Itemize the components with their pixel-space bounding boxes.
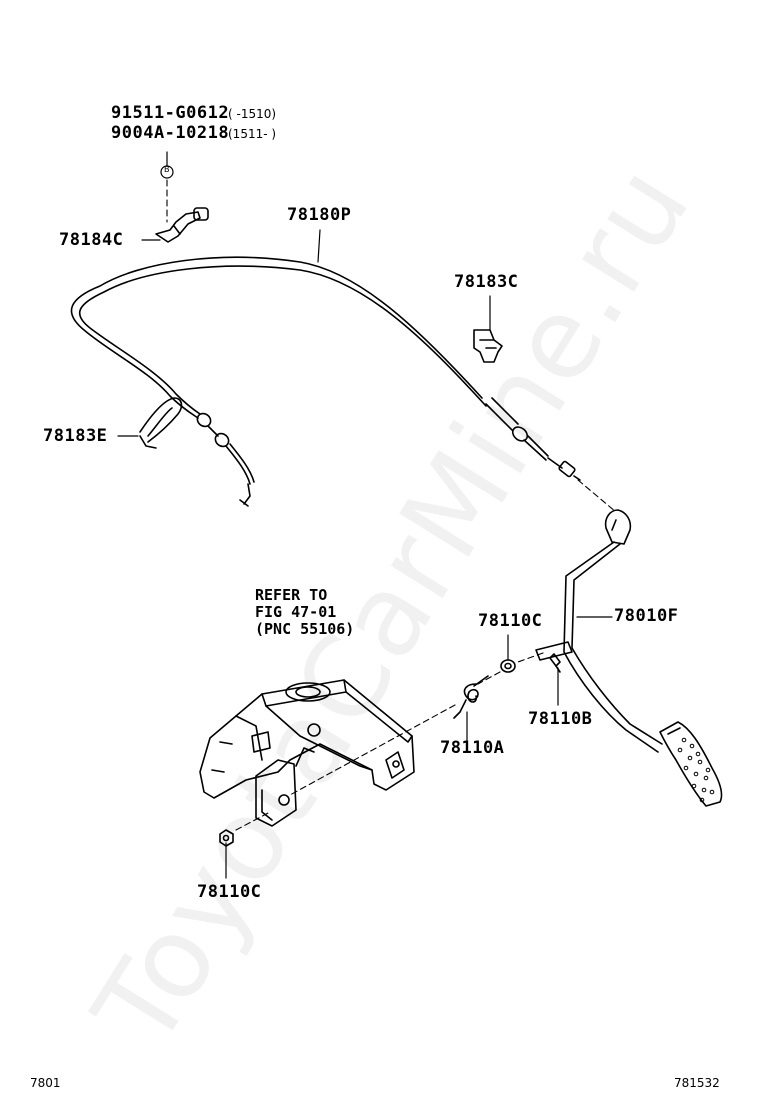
label-78183e: 78183E — [43, 426, 108, 446]
bushing-78110c-upper — [500, 659, 516, 673]
accelerator-cable — [70, 256, 581, 507]
clip-78183e — [139, 397, 183, 449]
header-part-range: (1511- ) — [228, 127, 277, 141]
refer-line-1: REFER TO — [255, 586, 328, 604]
spring-78110a — [453, 675, 489, 719]
fastener-symbol-letter: B — [164, 165, 170, 174]
header-part-number: 91511-G0612 — [111, 103, 230, 123]
pedal-bracket — [199, 679, 415, 827]
leader-lines — [117, 151, 613, 879]
pin-78110b — [549, 653, 561, 673]
refer-note: REFER TO FIG 47-01 (PNC 55106) — [255, 587, 354, 637]
footer-illustration-code: 781532 — [674, 1076, 720, 1090]
dashed-lines — [166, 179, 617, 831]
label-78110c-upper: 78110C — [478, 611, 543, 631]
fastener-symbol — [160, 165, 174, 179]
pedal-pad-dots — [677, 737, 715, 803]
footer-figure-code: 7801 — [30, 1076, 61, 1090]
refer-line-2: FIG 47-01 — [255, 602, 337, 621]
label-78010f: 78010F — [614, 606, 679, 626]
header-part-number: 9004A-10218 — [111, 123, 230, 143]
label-78183c: 78183C — [454, 272, 519, 292]
pedal-78010f — [535, 509, 723, 807]
nut-78110c-lower — [219, 829, 234, 847]
header-part-range: ( -1510) — [228, 107, 277, 121]
label-78110c-lower: 78110C — [197, 882, 262, 902]
label-78184c: 78184C — [59, 230, 124, 250]
clip-78184c — [155, 207, 209, 243]
refer-line-3: (PNC 55106) — [255, 619, 355, 638]
label-78180p: 78180P — [287, 205, 352, 225]
label-78110a: 78110A — [440, 738, 505, 758]
label-78110b: 78110B — [528, 709, 593, 729]
clip-78183c — [473, 329, 503, 363]
